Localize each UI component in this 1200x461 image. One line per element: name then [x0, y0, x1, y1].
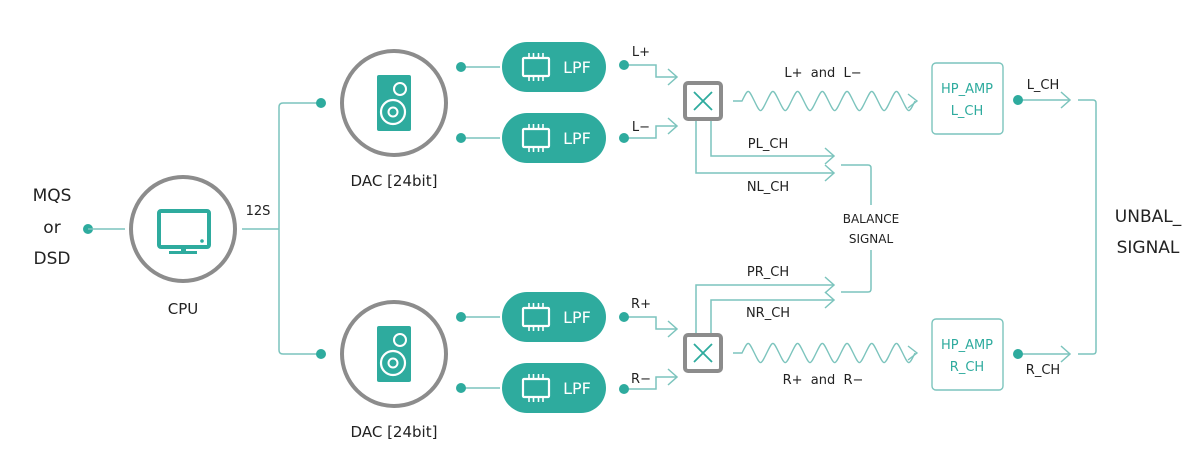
- label-nl-ch: NL_CH: [747, 180, 789, 195]
- lpf-block-r-minus: LPF: [502, 363, 606, 413]
- bus-label: 12S: [246, 204, 271, 219]
- lpf-block-l-plus: LPF: [502, 42, 606, 92]
- output-label-1: UNBAL_: [1115, 207, 1182, 227]
- svg-text:LPF: LPF: [563, 379, 591, 398]
- mixer-right: [683, 333, 723, 373]
- label-r-minus: R−: [631, 372, 651, 387]
- wave-left: [733, 90, 916, 112]
- label-pr-ch: PR_CH: [747, 265, 789, 280]
- label-pl-ch: PL_CH: [748, 137, 788, 152]
- svg-text:R_CH: R_CH: [950, 360, 984, 375]
- svg-text:L_CH: L_CH: [951, 104, 984, 119]
- input-label-or: or: [43, 218, 60, 238]
- i2s-bus: [278, 102, 321, 355]
- label-l-minus: L−: [632, 120, 650, 135]
- wave-right: [733, 342, 916, 364]
- label-l-plus: L+: [632, 45, 650, 60]
- lpf-block-l-minus: LPF: [502, 113, 606, 163]
- svg-text:LPF: LPF: [563, 308, 591, 327]
- input-label-dsd: DSD: [34, 249, 71, 269]
- label-r-plus: R+: [631, 297, 651, 312]
- balance-label-2: SIGNAL: [849, 232, 894, 246]
- label-nr-ch: NR_CH: [746, 306, 790, 321]
- hp-amp-left: HP_AMP L_CH: [931, 62, 1004, 135]
- cpu-node: [129, 175, 237, 283]
- svg-text:HP_AMP: HP_AMP: [941, 82, 993, 97]
- balance-label-1: BALANCE: [843, 212, 900, 226]
- label-r-ch: R_CH: [1026, 363, 1060, 378]
- speaker-icon: [375, 73, 413, 133]
- lpf-block-r-plus: LPF: [502, 292, 606, 342]
- cpu-label: CPU: [168, 300, 199, 318]
- svg-text:HP_AMP: HP_AMP: [941, 338, 993, 353]
- label-r-combined: R+ and R−: [783, 373, 864, 388]
- output-label-2: SIGNAL: [1117, 238, 1180, 258]
- dac-bottom-label: DAC [24bit]: [351, 423, 438, 441]
- hp-amp-right: HP_AMP R_CH: [931, 318, 1004, 391]
- mixer-left: [683, 81, 723, 121]
- svg-text:LPF: LPF: [563, 58, 591, 77]
- svg-text:LPF: LPF: [563, 129, 591, 148]
- label-l-combined: L+ and L−: [784, 66, 861, 81]
- speaker-icon: [375, 324, 413, 384]
- dac-top-label: DAC [24bit]: [351, 172, 438, 190]
- monitor-icon: [157, 209, 211, 254]
- input-label-mqs: MQS: [33, 186, 72, 206]
- label-l-ch: L_CH: [1027, 78, 1060, 93]
